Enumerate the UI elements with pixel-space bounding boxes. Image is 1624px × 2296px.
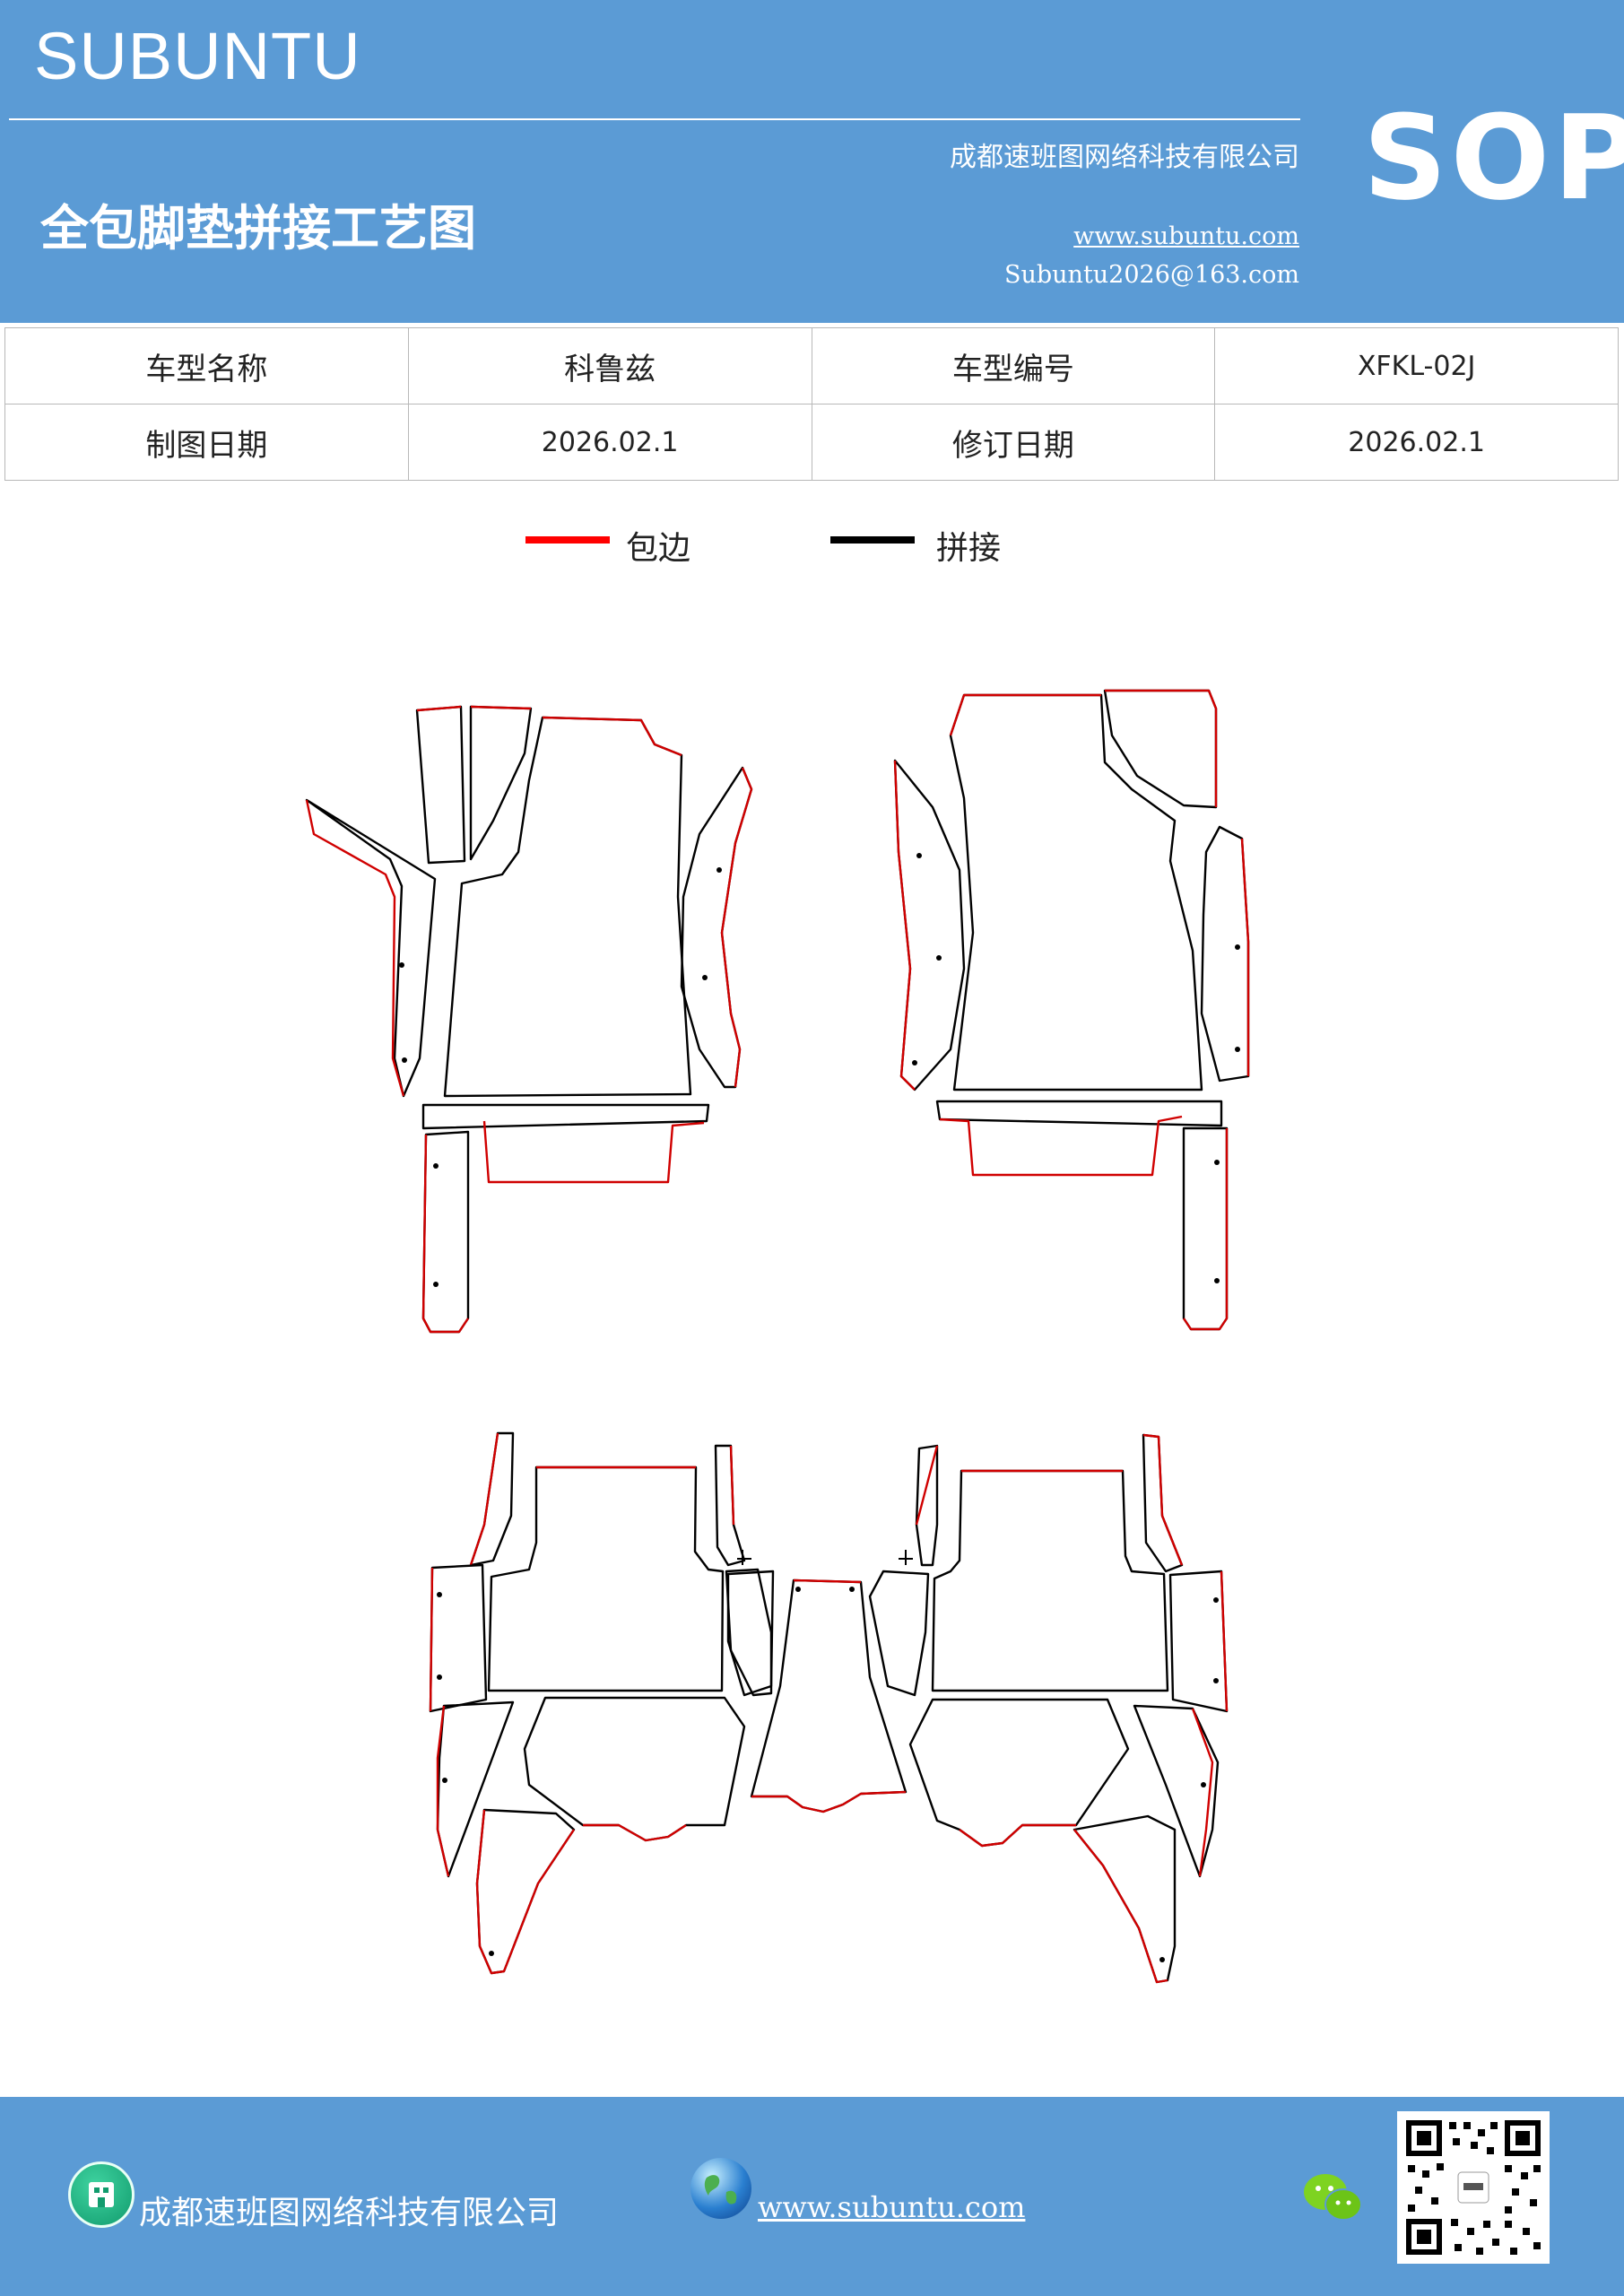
mat-dot	[399, 962, 404, 968]
mat-dot	[1235, 944, 1240, 950]
model-name-value: 科鲁兹	[407, 327, 812, 404]
mat-dot	[795, 1587, 801, 1592]
seam-legend-swatch	[830, 536, 915, 544]
mat-dot	[437, 1674, 442, 1680]
document-title: 全包脚垫拼接工艺图	[40, 199, 476, 257]
seam-legend-label: 拼接	[936, 530, 1002, 567]
header-email: Subuntu2026@163.com	[1004, 261, 1299, 289]
mat-dot	[1214, 1278, 1220, 1283]
mat-dot	[916, 853, 922, 858]
rear-center-mats	[726, 1550, 930, 1813]
mat-dot	[1213, 1597, 1219, 1603]
front-right-mats	[893, 689, 1250, 1331]
footer-company: 成都速班图网络科技有限公司	[139, 2195, 560, 2231]
front-left-mats	[305, 705, 753, 1334]
sop-badge: SOP	[1363, 90, 1624, 226]
brand-logo: SUBUNTU	[34, 19, 361, 93]
mat-dot	[433, 1163, 439, 1169]
draw-date-label: 制图日期	[4, 404, 409, 481]
edge-legend-swatch	[525, 536, 610, 544]
header-divider	[9, 118, 1300, 120]
mat-dot	[442, 1778, 447, 1783]
model-code-label: 车型编号	[811, 327, 1216, 404]
rear-left-mats	[429, 1431, 773, 1975]
qr-code-icon	[1397, 2111, 1550, 2264]
mat-dot	[849, 1587, 855, 1592]
revision-date-value: 2026.02.1	[1214, 404, 1619, 481]
globe-icon	[690, 2158, 751, 2219]
building-icon	[68, 2161, 135, 2228]
mat-dot	[1213, 1678, 1219, 1683]
mat-dot	[489, 1951, 494, 1956]
table-row: 制图日期 2026.02.1 修订日期 2026.02.1	[4, 404, 1619, 481]
mat-dot	[437, 1592, 442, 1597]
mat-dot	[936, 955, 942, 961]
mat-dot	[1235, 1047, 1240, 1052]
mat-dot	[716, 867, 722, 873]
header-company: 成都速班图网络科技有限公司	[950, 142, 1299, 173]
revision-date-label: 修订日期	[811, 404, 1216, 481]
mat-dot	[1214, 1160, 1220, 1165]
mat-dot	[912, 1060, 917, 1065]
header-website-link[interactable]: www.subuntu.com	[1073, 222, 1299, 250]
model-code-value: XFKL-02J	[1214, 327, 1619, 404]
mat-dot	[702, 975, 708, 980]
draw-date-value: 2026.02.1	[407, 404, 812, 481]
edge-legend-label: 包边	[626, 530, 691, 567]
page-footer: 成都速班图网络科技有限公司 www.subuntu.com	[0, 2097, 1624, 2296]
rear-right-mats	[908, 1433, 1229, 1984]
mat-dot	[433, 1282, 439, 1287]
vehicle-info-table: 车型名称 科鲁兹 车型编号 XFKL-02J 制图日期 2026.02.1 修订…	[4, 327, 1619, 481]
mat-dot	[1159, 1957, 1165, 1962]
footer-website-link[interactable]: www.subuntu.com	[758, 2190, 1026, 2224]
legend: 包边 拼接	[0, 522, 1624, 576]
table-row: 车型名称 科鲁兹 车型编号 XFKL-02J	[4, 327, 1619, 404]
wechat-icon[interactable]	[1302, 2170, 1365, 2224]
mat-dot	[402, 1057, 407, 1063]
mat-dot	[1201, 1782, 1206, 1787]
floor-mat-diagram	[305, 689, 1250, 1984]
model-name-label: 车型名称	[4, 327, 409, 404]
page-header: SUBUNTU 成都速班图网络科技有限公司 全包脚垫拼接工艺图 www.subu…	[0, 0, 1624, 323]
